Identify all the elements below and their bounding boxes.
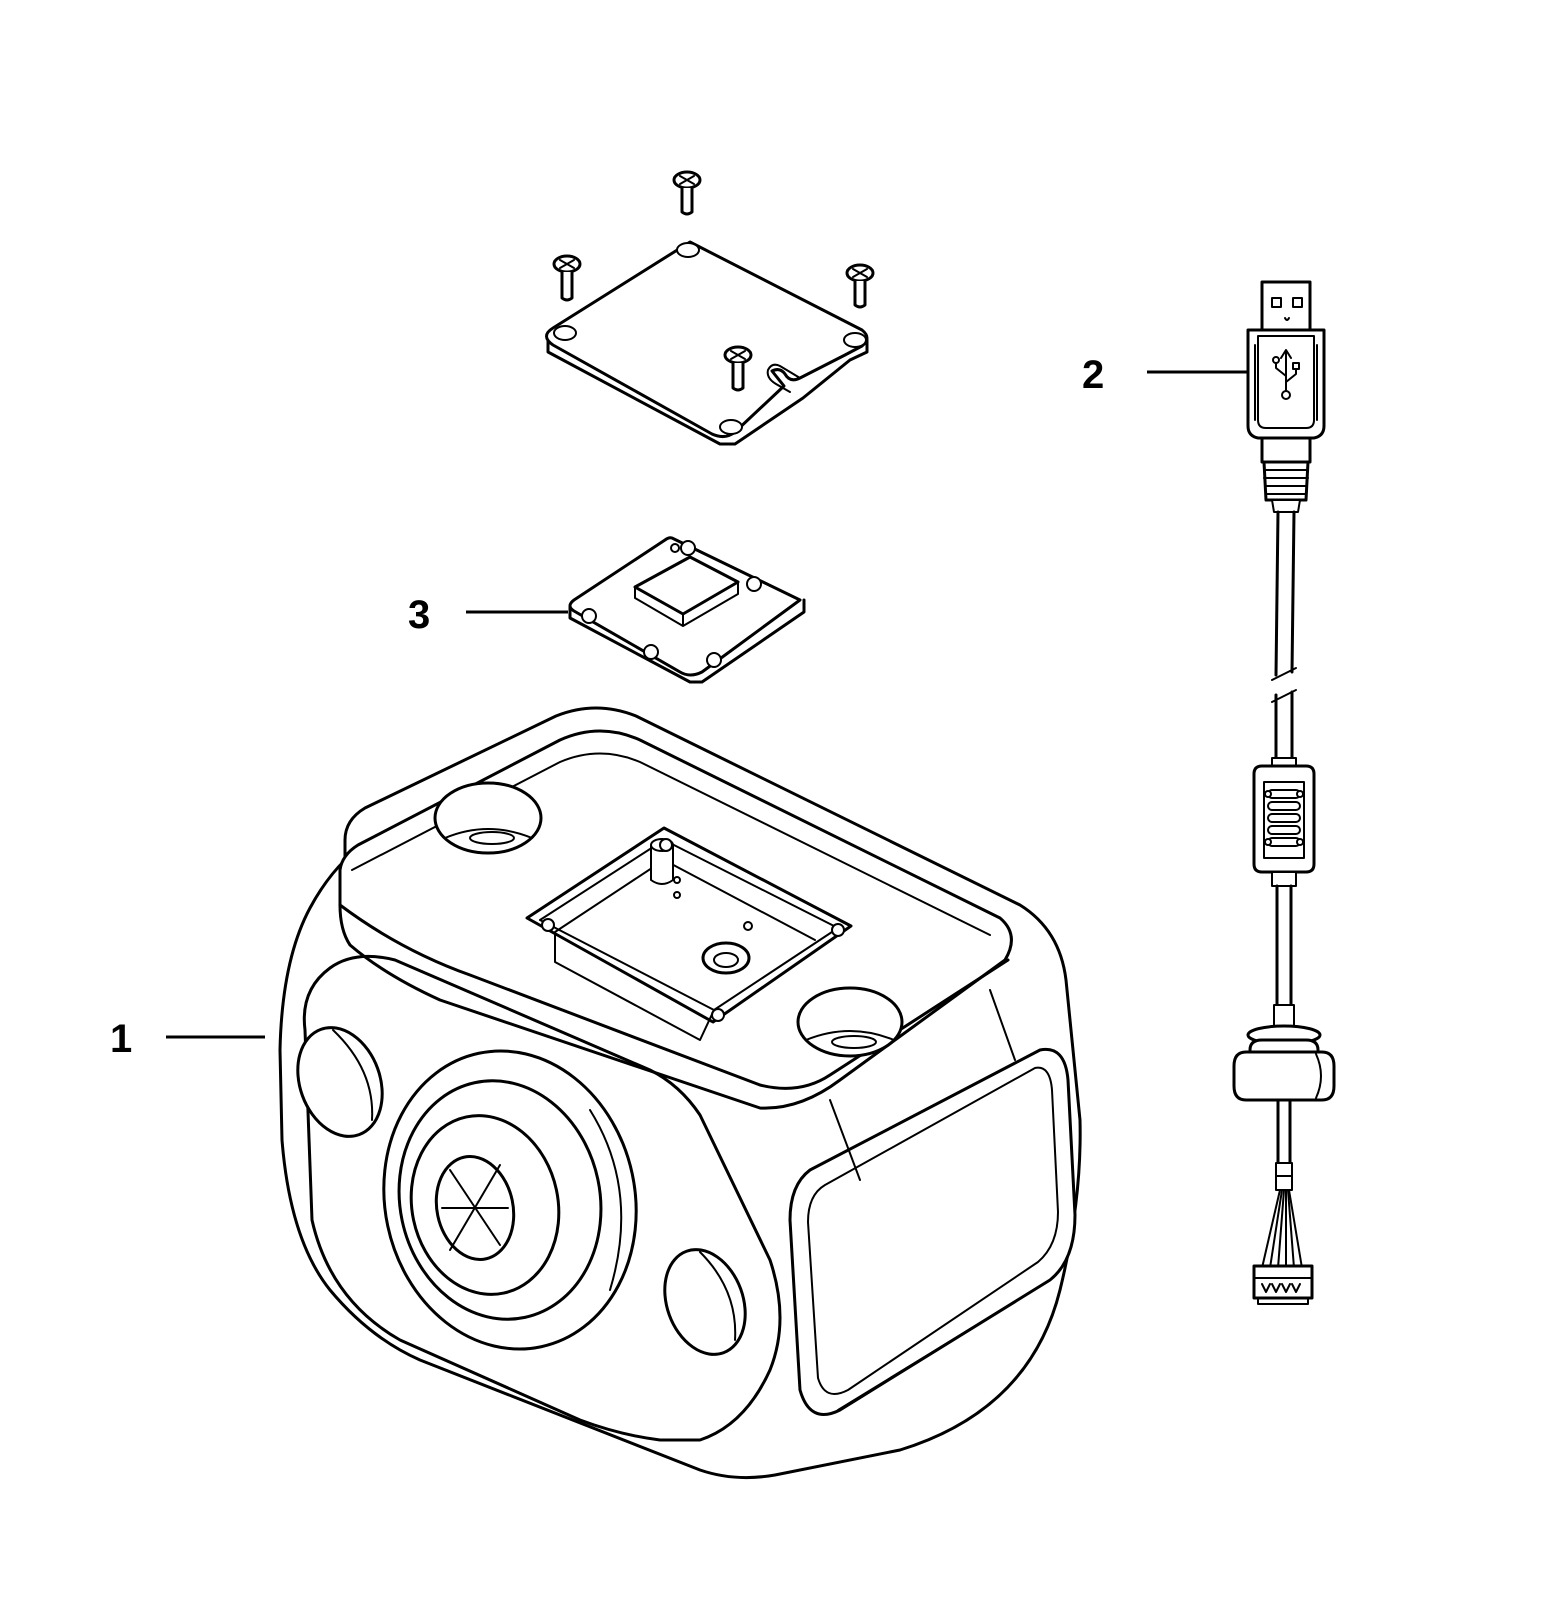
wire-connector	[1252, 1264, 1314, 1305]
usb-logo-icon	[1272, 349, 1300, 400]
housing-top-hole-right	[796, 986, 904, 1058]
sensor-board	[568, 536, 806, 684]
cover-plate	[545, 240, 869, 439]
front-hole-right	[663, 1248, 747, 1356]
callout-1-label: 1	[110, 1017, 132, 1061]
cover-hole-left	[553, 325, 577, 341]
cover-plate-assembly	[545, 170, 875, 446]
wire-fanout	[1261, 1189, 1303, 1269]
callout-3: 3	[408, 593, 568, 637]
callout-2-label: 2	[1082, 353, 1104, 397]
usb-cable	[1232, 280, 1336, 1305]
front-hole-left	[296, 1026, 384, 1138]
sensor-hole-4	[643, 644, 659, 660]
cable-upper	[1274, 510, 1296, 677]
ferrite-ribs	[1264, 789, 1304, 847]
cover-hole-right	[843, 332, 867, 348]
camera-housing	[278, 706, 1082, 1480]
callout-3-label: 3	[408, 593, 430, 637]
cover-hole-bottom	[719, 419, 743, 435]
sensor-hole-1	[680, 540, 696, 556]
screw-bottom	[723, 345, 753, 392]
housing-top-hole-left	[433, 781, 543, 855]
cover-hole-top	[676, 242, 700, 258]
sensor-hole-3	[581, 608, 597, 624]
screw-left	[552, 254, 582, 302]
screw-top	[672, 170, 702, 216]
cable-grommet	[1232, 1024, 1336, 1102]
screw-right	[845, 263, 875, 309]
callout-1: 1	[110, 1017, 265, 1061]
cable-lower	[1274, 690, 1294, 762]
usb-strain-relief	[1262, 460, 1310, 502]
front-lens-assembly	[382, 1049, 638, 1351]
callout-2: 2	[1082, 353, 1248, 397]
cover-plate-slot	[766, 363, 801, 393]
housing-side-window	[788, 1047, 1077, 1416]
sensor-pocket	[525, 826, 853, 1041]
sensor-hole-6	[670, 543, 680, 553]
usb-plug-neck	[1260, 436, 1312, 464]
housing-front-face	[302, 954, 782, 1442]
sensor-hole-5	[706, 652, 722, 668]
sensor-hole-2	[746, 576, 762, 592]
